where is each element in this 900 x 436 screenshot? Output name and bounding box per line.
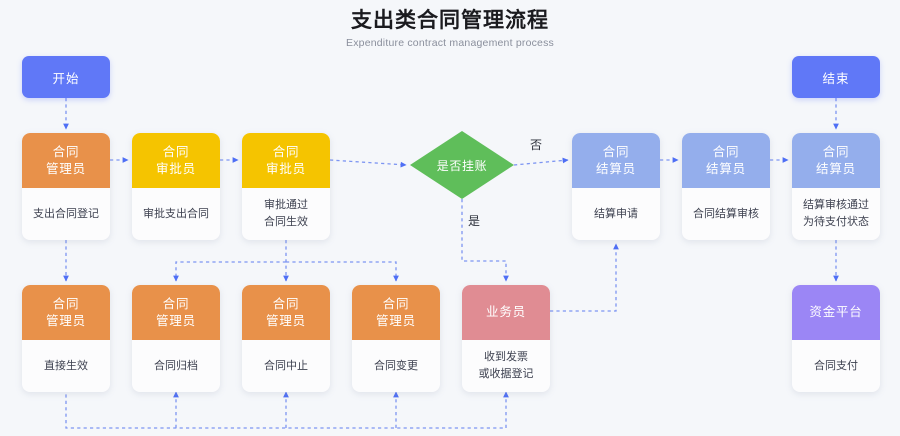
- card-role-line: 合同: [272, 296, 300, 311]
- edge-n3-to-decision: [329, 159, 407, 168]
- card-role-line: 资金平台: [809, 305, 863, 319]
- process-card-n3[interactable]: 合同审批员审批通过合同生效: [242, 133, 330, 240]
- card-task-line: 收到发票: [484, 351, 528, 363]
- card-task-body: 审批通过合同生效: [242, 188, 330, 240]
- card-role-header: 合同管理员: [242, 285, 330, 340]
- card-task-line: 为待支付状态: [803, 216, 869, 228]
- process-card-n4[interactable]: 合同结算员结算申请: [572, 133, 660, 240]
- card-task-body: 合同结算审核: [682, 188, 770, 240]
- process-card-n6[interactable]: 合同结算员结算审核通过为待支付状态: [792, 133, 880, 240]
- edge-label-no: 否: [530, 138, 543, 152]
- card-task-body: 结算申请: [572, 188, 660, 240]
- decision-is-on-account[interactable]: 是否挂账: [410, 131, 514, 199]
- card-task-body: 审批支出合同: [132, 188, 220, 240]
- card-role-line: 审批员: [266, 161, 306, 176]
- card-role-header: 合同管理员: [352, 285, 440, 340]
- card-role-header: 合同结算员: [572, 133, 660, 188]
- card-task-line: 结算审核通过: [803, 199, 869, 211]
- card-task-line: 或收据登记: [478, 368, 534, 380]
- card-task-line: 合同变更: [374, 359, 418, 372]
- process-card-n12[interactable]: 资金平台合同支付: [792, 285, 880, 392]
- card-task-line: 审批支出合同: [143, 207, 209, 220]
- card-role-header: 合同结算员: [682, 133, 770, 188]
- card-task-body: 直接生效: [22, 340, 110, 392]
- card-role-line: 合同: [52, 144, 80, 159]
- card-role-line: 合同: [162, 296, 190, 311]
- card-task-body: 合同归档: [132, 340, 220, 392]
- card-role-line: 业务员: [486, 305, 526, 319]
- process-card-n7[interactable]: 合同管理员直接生效: [22, 285, 110, 392]
- card-task-body: 合同变更: [352, 340, 440, 392]
- card-task-line: 合同归档: [154, 359, 198, 372]
- terminal-label: 结束: [822, 71, 850, 86]
- card-role-line: 管理员: [156, 313, 196, 328]
- card-task-body: 支出合同登记: [22, 188, 110, 240]
- card-role-header: 合同管理员: [132, 285, 220, 340]
- decision-label: 是否挂账: [436, 158, 488, 173]
- card-role-line: 管理员: [266, 313, 306, 328]
- process-card-n1[interactable]: 合同管理员支出合同登记: [22, 133, 110, 240]
- card-role-line: 审批员: [156, 161, 196, 176]
- terminal-end[interactable]: 结束: [792, 56, 880, 98]
- process-card-n5[interactable]: 合同结算员合同结算审核: [682, 133, 770, 240]
- title-block: 支出类合同管理流程 Expenditure contract managemen…: [0, 8, 900, 51]
- card-role-line: 合同: [162, 144, 190, 159]
- card-task-body: 合同中止: [242, 340, 330, 392]
- card-role-line: 结算员: [816, 161, 856, 176]
- card-task-body: 收到发票或收据登记: [462, 340, 550, 392]
- card-role-line: 合同: [822, 144, 850, 159]
- edge-decision-no-to-n4: [513, 157, 569, 166]
- page-title: 支出类合同管理流程: [351, 9, 549, 32]
- edge-n3-to-n10: [286, 261, 399, 282]
- edge-n3-to-n8: [173, 261, 286, 282]
- card-role-line: 合同: [382, 296, 410, 311]
- page-subtitle: Expenditure contract management process: [346, 37, 554, 49]
- card-role-line: 合同: [712, 144, 740, 159]
- card-role-line: 结算员: [596, 161, 636, 176]
- card-role-line: 管理员: [46, 313, 86, 328]
- card-task-body: 结算审核通过为待支付状态: [792, 188, 880, 240]
- process-card-n11[interactable]: 业务员收到发票或收据登记: [462, 285, 550, 392]
- card-role-line: 合同: [52, 296, 80, 311]
- card-role-header: 合同结算员: [792, 133, 880, 188]
- terminal-start[interactable]: 开始: [22, 56, 110, 98]
- card-role-header: 合同审批员: [242, 133, 330, 188]
- card-role-line: 结算员: [706, 161, 746, 176]
- card-role-line: 管理员: [376, 313, 416, 328]
- edge-label-yes: 是: [468, 214, 481, 228]
- card-task-line: 支出合同登记: [33, 207, 99, 220]
- process-card-n2[interactable]: 合同审批员审批支出合同: [132, 133, 220, 240]
- card-role-header: 合同管理员: [22, 285, 110, 340]
- card-role-line: 管理员: [46, 161, 86, 176]
- card-task-line: 结算申请: [594, 207, 638, 220]
- process-card-n9[interactable]: 合同管理员合同中止: [242, 285, 330, 392]
- card-task-line: 直接生效: [44, 359, 88, 372]
- card-role-line: 合同: [272, 144, 300, 159]
- card-task-line: 合同中止: [264, 359, 308, 372]
- card-task-line: 审批通过: [264, 199, 308, 211]
- card-task-line: 合同生效: [264, 216, 308, 228]
- card-task-body: 合同支付: [792, 340, 880, 392]
- card-role-header: 资金平台: [792, 285, 880, 340]
- card-task-line: 合同支付: [814, 359, 858, 372]
- edge-n11-to-n4: [550, 243, 619, 312]
- card-role-line: 合同: [602, 144, 630, 159]
- terminal-label: 开始: [52, 71, 80, 86]
- process-card-n10[interactable]: 合同管理员合同变更: [352, 285, 440, 392]
- process-card-n8[interactable]: 合同管理员合同归档: [132, 285, 220, 392]
- card-role-header: 合同管理员: [22, 133, 110, 188]
- card-task-line: 合同结算审核: [693, 207, 759, 220]
- card-role-header: 业务员: [462, 285, 550, 340]
- card-role-header: 合同审批员: [132, 133, 220, 188]
- edge-bottom-bus: [65, 388, 506, 429]
